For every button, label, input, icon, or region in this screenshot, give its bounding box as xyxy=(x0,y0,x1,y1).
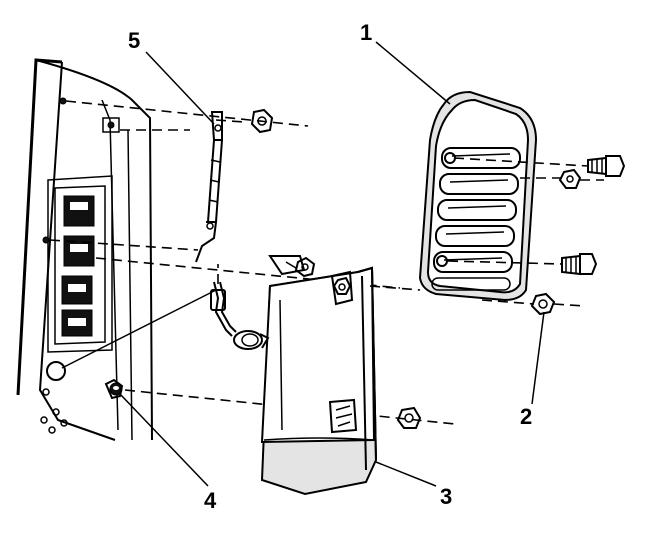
wiring-harness-bracket xyxy=(195,111,245,263)
lens-screw-upper xyxy=(453,155,626,177)
housing-bracket xyxy=(268,255,316,278)
push-pin-retainer xyxy=(104,378,124,400)
callout-2: 2 xyxy=(520,404,532,429)
hex-nut-lower xyxy=(396,406,422,429)
callout-3: 3 xyxy=(440,484,452,509)
lens-screw-lower xyxy=(447,253,598,276)
tail-lamp-lens xyxy=(418,90,538,302)
callout-5: 5 xyxy=(128,28,140,53)
hex-nut-item-2 xyxy=(481,292,585,316)
callout-1: 1 xyxy=(360,20,372,45)
hex-nut-lens-right xyxy=(520,168,604,189)
bulb-socket-pigtail xyxy=(210,264,270,350)
vehicle-body-pillar xyxy=(16,58,153,441)
socket-openings xyxy=(61,195,95,337)
hex-nut-upper xyxy=(250,108,274,134)
lamp-housing-backplate xyxy=(260,266,378,496)
housing-to-lens-line xyxy=(369,285,421,291)
callout-4: 4 xyxy=(204,488,217,513)
leader-lines xyxy=(61,41,545,487)
